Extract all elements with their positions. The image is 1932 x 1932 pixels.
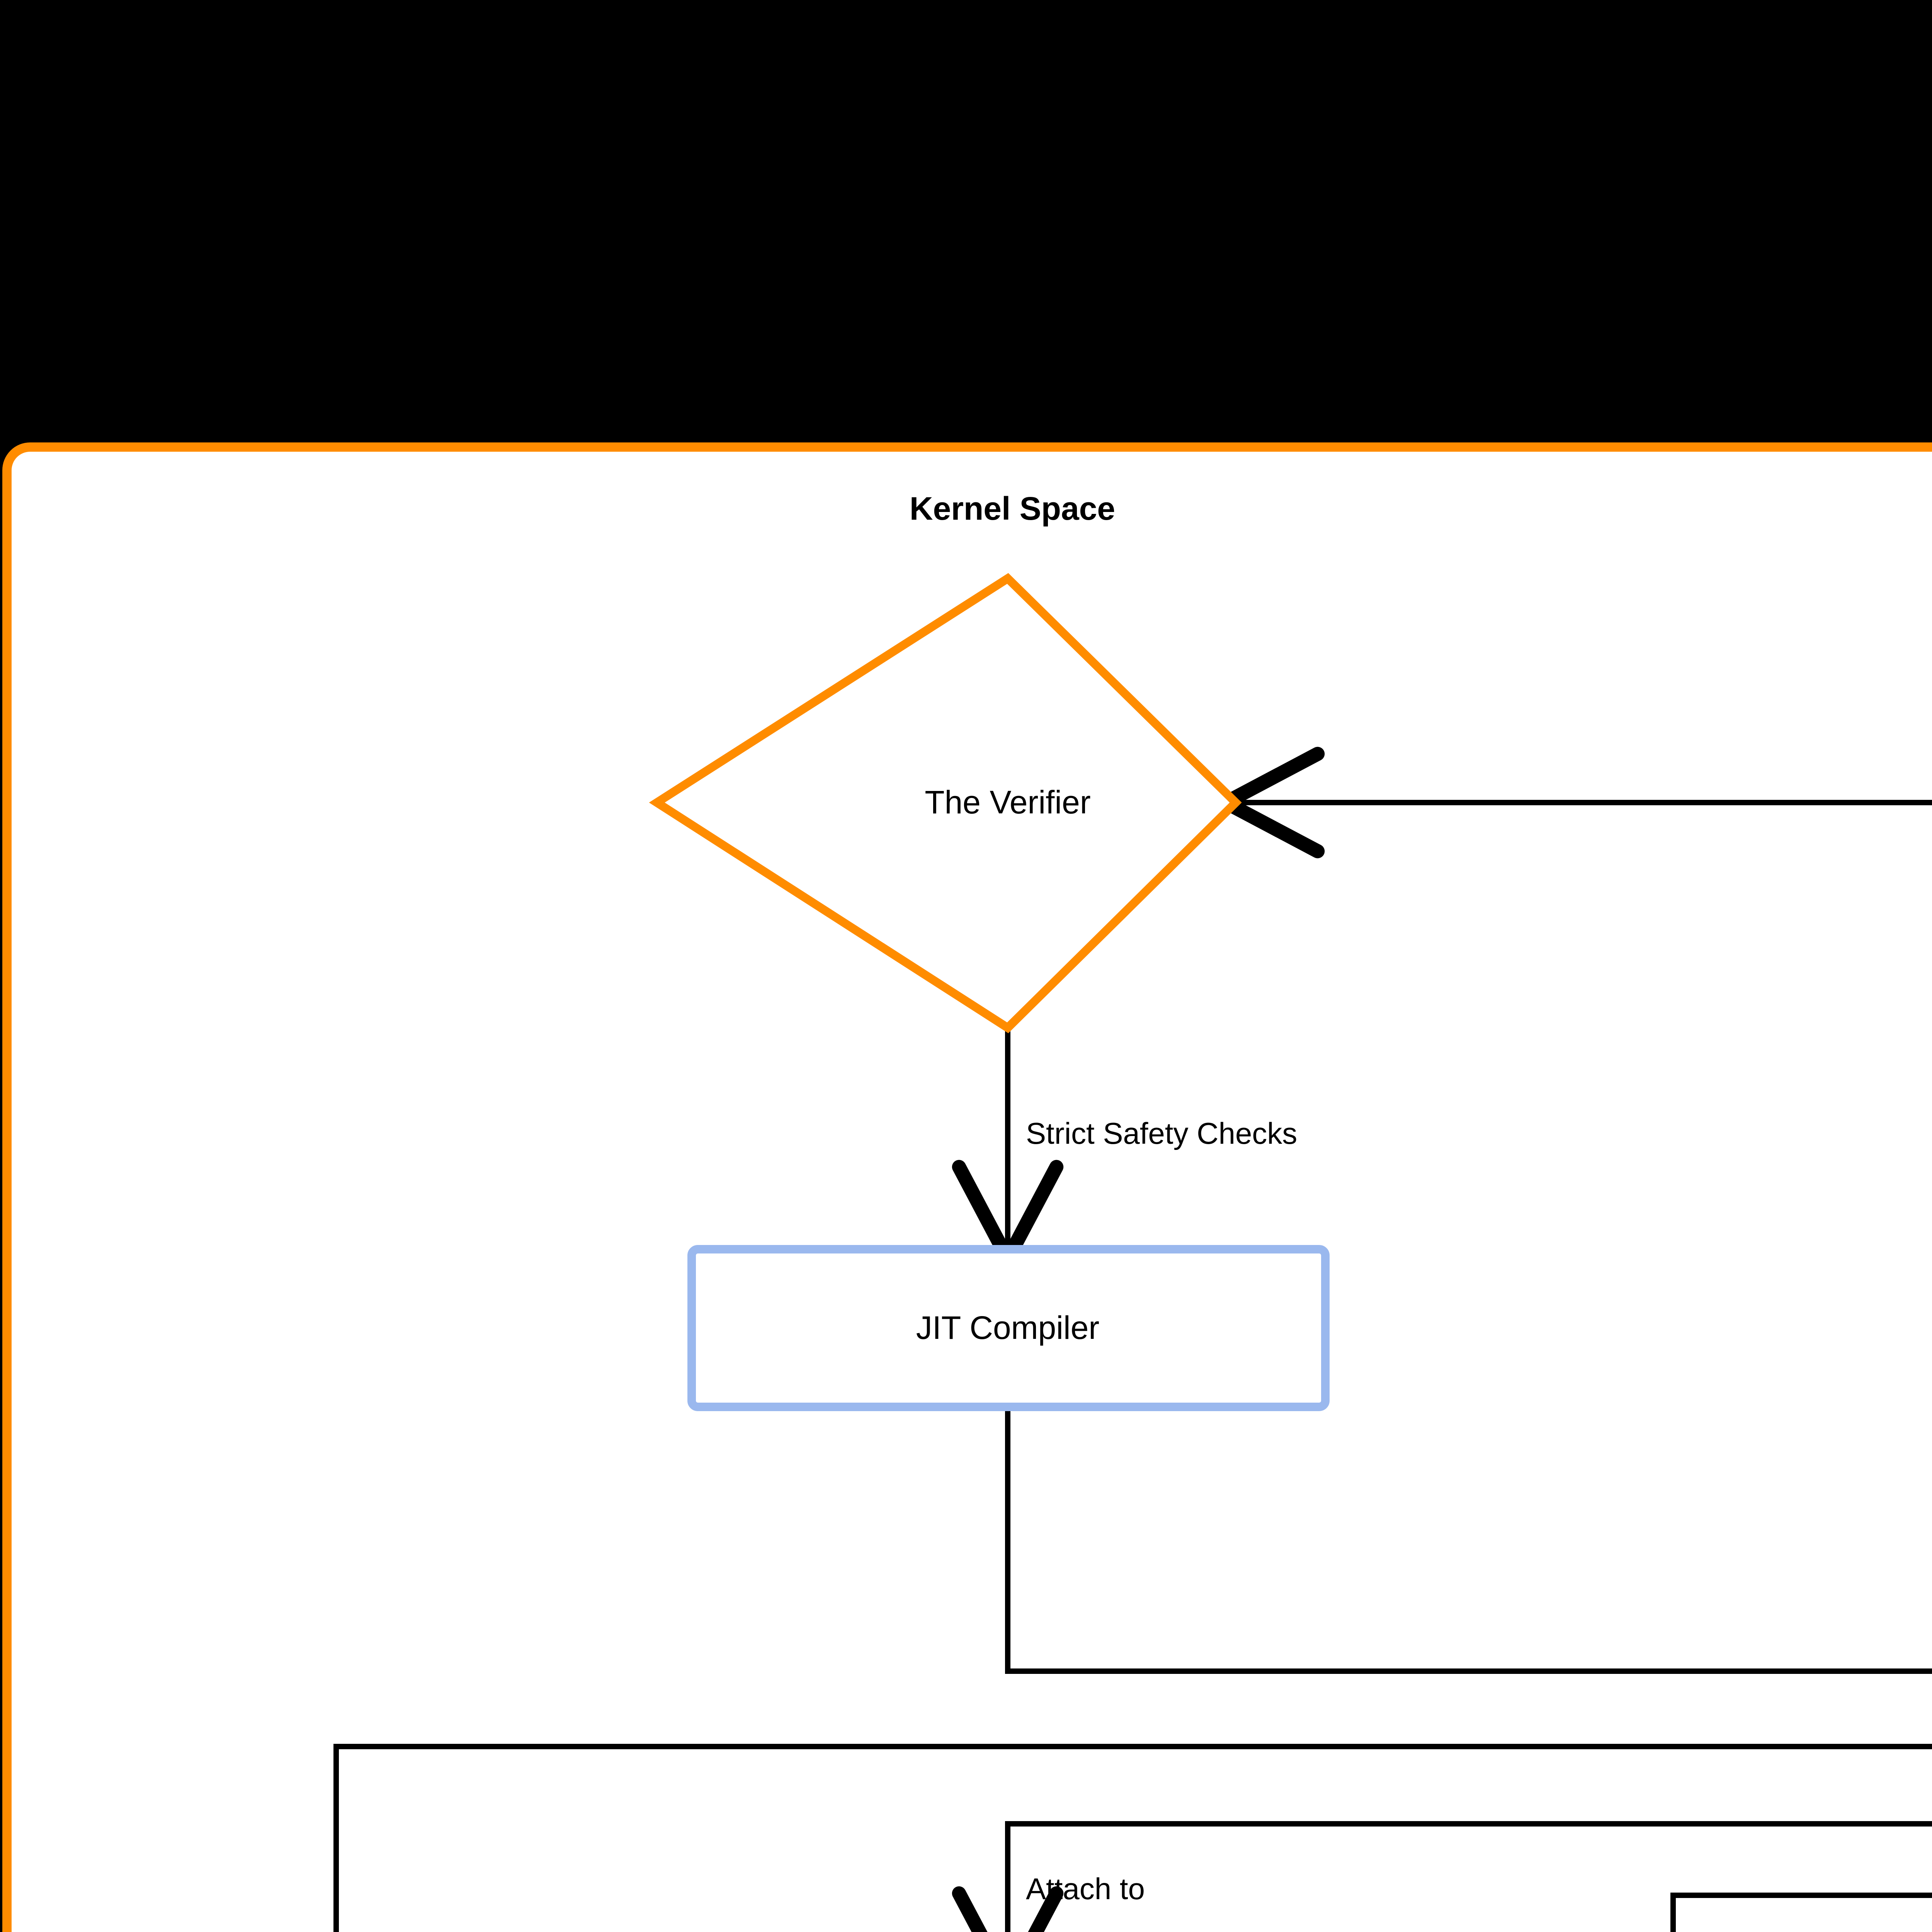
edge-line <box>1670 1893 1932 1932</box>
edge-line <box>333 1744 1932 1932</box>
kernel-space-title: Kernel Space <box>910 490 1115 527</box>
node-the-verifier[interactable]: The Verifier <box>649 573 1242 1034</box>
edge-line <box>952 1821 1932 1932</box>
edge-label-strict-safety-checks: Strict Safety Checks <box>1026 1116 1297 1150</box>
node-jit-compiler[interactable]: JIT Compiler <box>687 1245 1330 1411</box>
node-label: The Verifier <box>925 784 1091 820</box>
node-label: JIT Compiler <box>916 1310 1100 1346</box>
node-box <box>687 1245 1330 1411</box>
edge-vm-to-network-stack: Attach to <box>333 1744 1932 1932</box>
edge-label-attach-to-syscalls: Attach to <box>1026 1872 1145 1906</box>
edge-line <box>1218 747 1932 859</box>
edge-vm-to-tracepoints: Attach to <box>1670 1893 1932 1932</box>
edge-verifier-to-jit: Strict Safety Checks <box>952 1028 1297 1266</box>
edge-jit-to-vm <box>1005 1406 1932 1674</box>
edge-line <box>1005 1406 1932 1674</box>
node-diamond <box>649 573 1242 1034</box>
edge-bytecode-to-verifier <box>1218 747 1932 859</box>
edge-vm-to-syscalls: Attach to <box>952 1821 1932 1932</box>
